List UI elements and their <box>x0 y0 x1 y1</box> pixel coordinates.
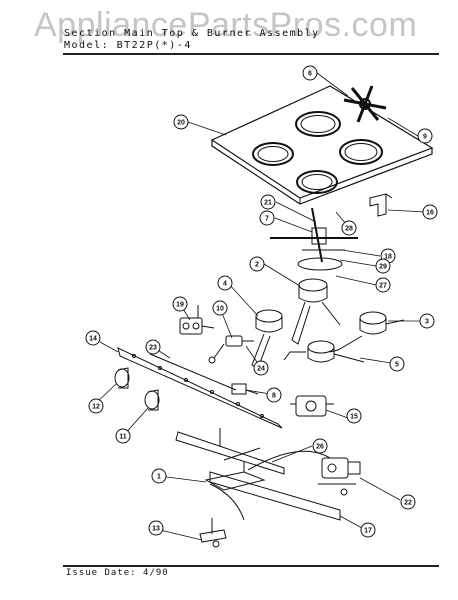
callout-9: 9 <box>423 134 427 141</box>
callout-17: 17 <box>364 528 372 535</box>
burner-grate <box>343 85 387 123</box>
callout-26: 26 <box>316 444 324 451</box>
callout-10: 10 <box>216 306 224 313</box>
callout-3: 3 <box>425 319 429 326</box>
callout-22: 22 <box>404 500 412 507</box>
mounting-bracket <box>369 193 393 217</box>
callout-6: 6 <box>308 71 312 78</box>
main-manifold-pipe <box>209 450 341 521</box>
header-rule <box>63 53 439 55</box>
callout-11: 11 <box>119 434 127 441</box>
footer-rule <box>63 565 439 567</box>
callout-1: 1 <box>157 474 161 481</box>
control-knob-left <box>114 367 130 389</box>
burner-head-left <box>251 309 283 369</box>
callout-4: 4 <box>223 281 227 288</box>
valve-bracket <box>175 428 285 475</box>
callout-15: 15 <box>350 414 358 421</box>
callout-24: 24 <box>257 366 265 373</box>
burner-spreader <box>270 207 358 271</box>
callout-2: 2 <box>255 262 259 269</box>
callout-8: 8 <box>272 393 276 400</box>
callout-21: 21 <box>264 200 272 207</box>
watermark-text: AppliancePartsPros.com <box>34 6 418 44</box>
callout-leaders <box>92 72 427 541</box>
issue-date: Issue Date: 4/90 <box>66 568 169 578</box>
burner-valve <box>204 462 266 491</box>
callout-23: 23 <box>149 345 157 352</box>
callout-27: 27 <box>379 283 387 290</box>
callout-7: 7 <box>265 216 269 223</box>
callout-13: 13 <box>152 526 160 533</box>
callout-12: 12 <box>92 404 100 411</box>
main-top-panel <box>210 85 434 205</box>
callout-markers <box>85 65 438 538</box>
callout-labels: 6 20 9 21 7 28 16 18 29 27 2 4 10 19 3 1… <box>89 71 434 535</box>
callout-16: 16 <box>426 210 434 217</box>
orifice-tube <box>208 335 254 364</box>
control-knob-right <box>144 389 160 411</box>
callout-18: 18 <box>384 254 392 261</box>
callout-28: 28 <box>345 226 353 233</box>
callout-20: 20 <box>177 120 185 127</box>
burner-head-front <box>283 340 365 363</box>
callout-14: 14 <box>89 336 97 343</box>
manifold-rail <box>117 347 283 429</box>
gas-valve-assembly <box>318 457 361 496</box>
spring-clip <box>199 518 227 548</box>
callout-29: 29 <box>379 264 387 271</box>
callout-5: 5 <box>395 362 399 369</box>
burner-head-center <box>291 278 341 345</box>
section-title: Section Main Top & Burner Assembly <box>64 28 320 39</box>
burner-head-right <box>329 311 405 353</box>
valve-lever <box>149 353 259 395</box>
burner-valve-ignitor <box>179 305 215 335</box>
callout-19: 19 <box>176 302 184 309</box>
model-number: Model: BT22P(*)-4 <box>64 40 192 51</box>
pressure-regulator <box>290 395 334 417</box>
